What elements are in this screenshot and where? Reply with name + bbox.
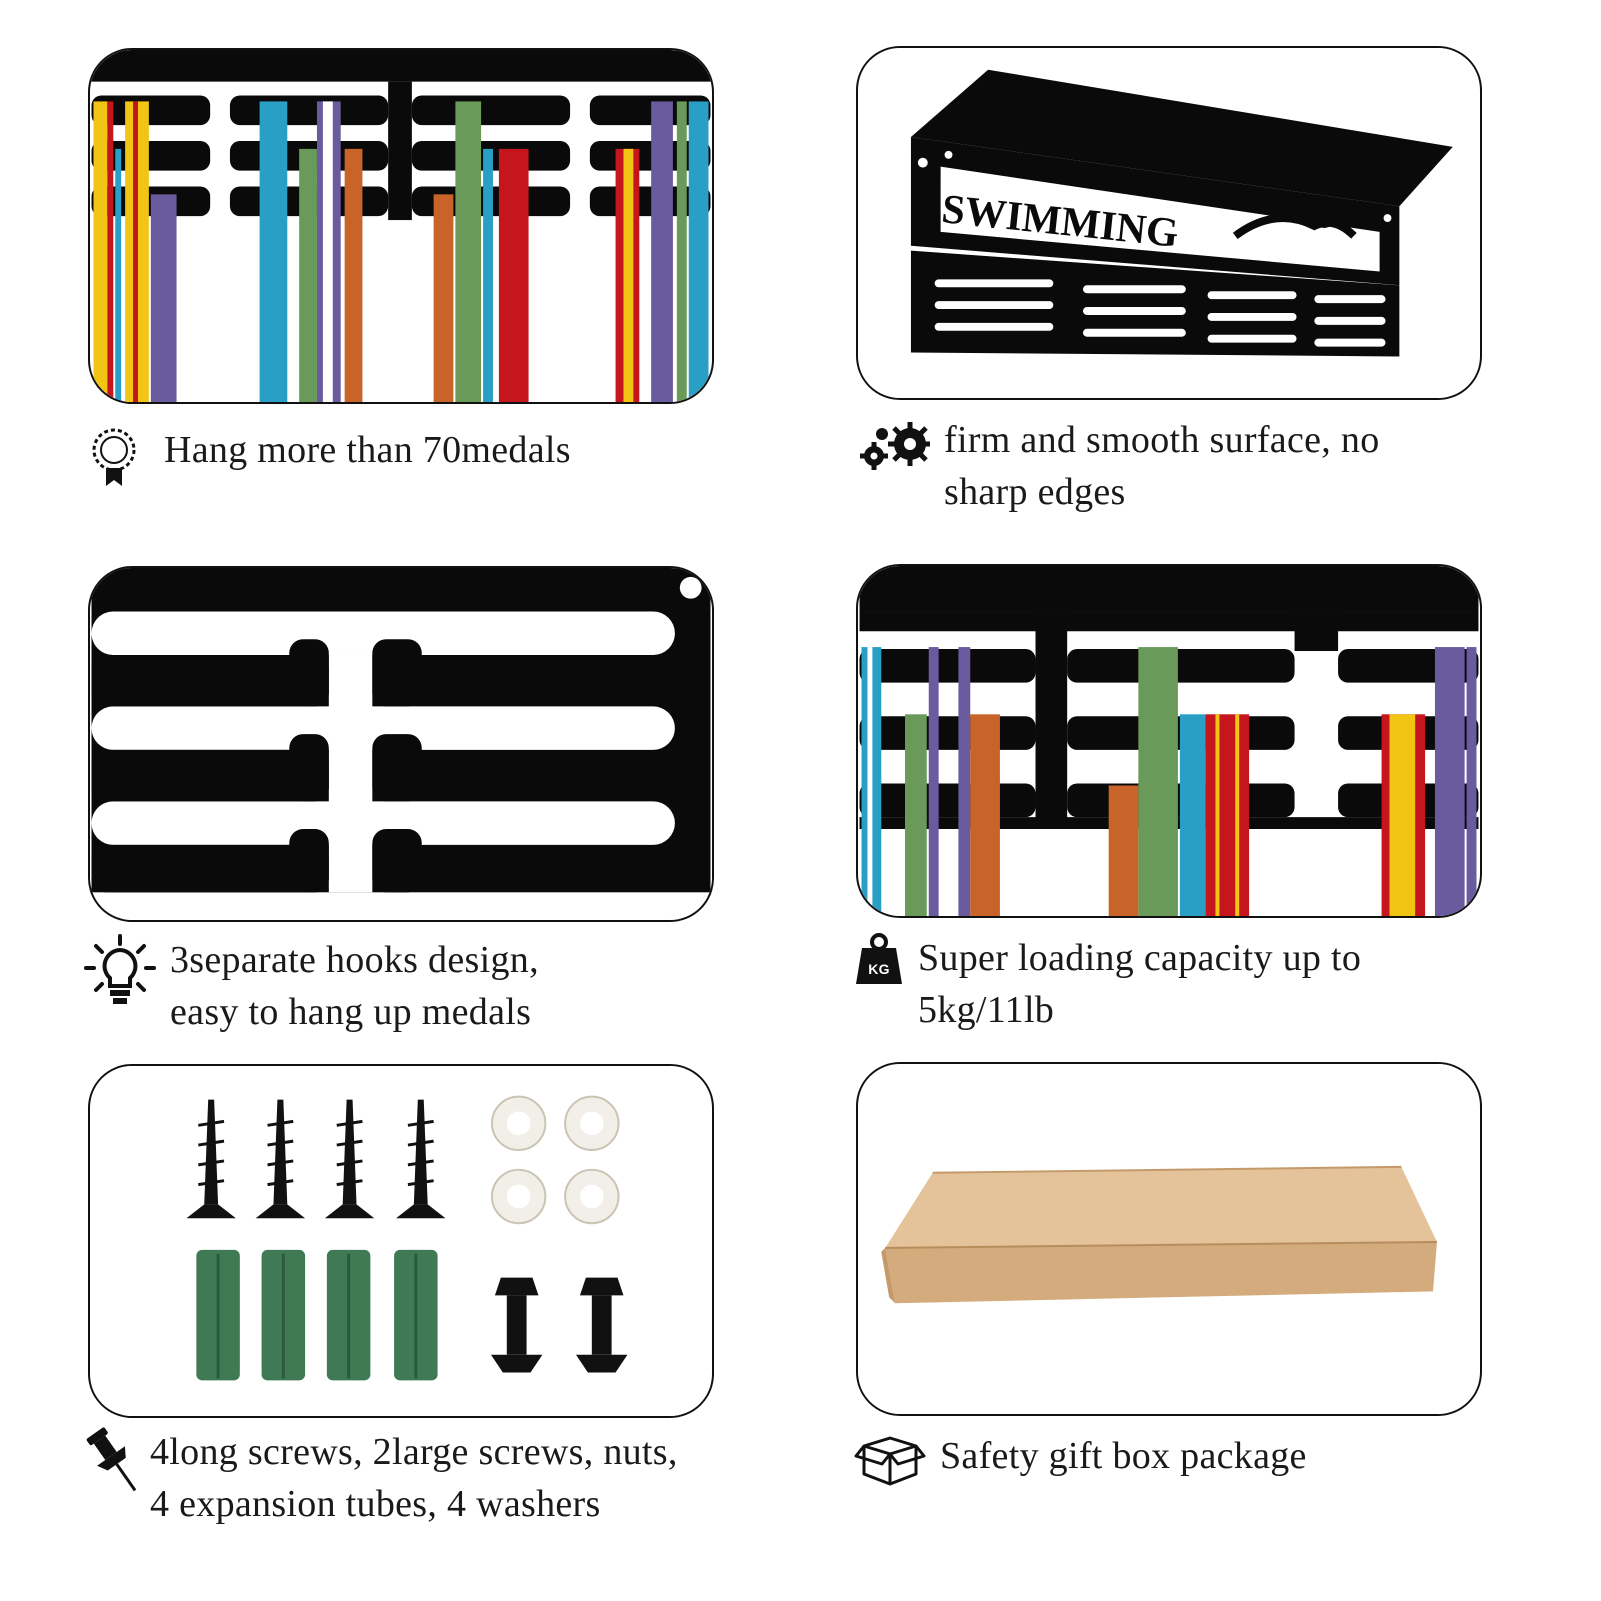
panel-capacity-image <box>856 564 1482 918</box>
gears-icon <box>854 414 930 478</box>
caption-hooks: 3separate hooks design, easy to hang up … <box>84 934 539 1038</box>
long-screw-4 <box>396 1099 446 1219</box>
caption-surface: firm and smooth surface, no sharp edges <box>854 414 1380 518</box>
hardware-illustration <box>91 1066 711 1416</box>
long-screw-2 <box>255 1099 306 1219</box>
caption-hardware-text: 4long screws, 2large screws, nuts, 4 exp… <box>150 1431 678 1525</box>
caption-package-text: Safety gift box package <box>940 1435 1307 1477</box>
long-screw-1 <box>186 1099 236 1219</box>
caption-surface-text: firm and smooth surface, no sharp edges <box>944 419 1380 513</box>
medal-rack-illustration <box>91 50 711 402</box>
gift-box-illustration <box>859 1064 1479 1414</box>
panel-hooks-image <box>88 566 714 922</box>
panel-medals-image <box>88 48 714 404</box>
box-icon <box>854 1430 926 1486</box>
weight-kg-icon: KG <box>854 932 904 988</box>
long-screw-3 <box>324 1099 375 1219</box>
panel-surface-image: SWIMMING <box>856 46 1482 400</box>
pushpin-icon <box>86 1426 136 1498</box>
caption-package: Safety gift box package <box>854 1430 1307 1486</box>
caption-hardware: 4long screws, 2large screws, nuts, 4 exp… <box>86 1426 678 1530</box>
caption-medals-text: Hang more than 70medals <box>164 429 571 471</box>
swimming-hanger-illustration: SWIMMING <box>859 48 1479 398</box>
medal-icon <box>86 424 150 488</box>
panel-hardware-image <box>88 1064 714 1418</box>
lightbulb-icon <box>84 934 156 1006</box>
hooks-closeup-illustration <box>91 568 711 920</box>
caption-hooks-text: 3separate hooks design, easy to hang up … <box>170 939 539 1033</box>
caption-capacity-text: Super loading capacity up to 5kg/11lb <box>918 937 1362 1031</box>
caption-capacity: KG Super loading capacity up to 5kg/11lb <box>854 932 1361 1036</box>
capacity-rack-illustration <box>859 566 1479 916</box>
weight-kg-label: KG <box>868 961 890 977</box>
panel-package-image <box>856 1062 1482 1416</box>
caption-medals: Hang more than 70medals <box>86 424 571 488</box>
